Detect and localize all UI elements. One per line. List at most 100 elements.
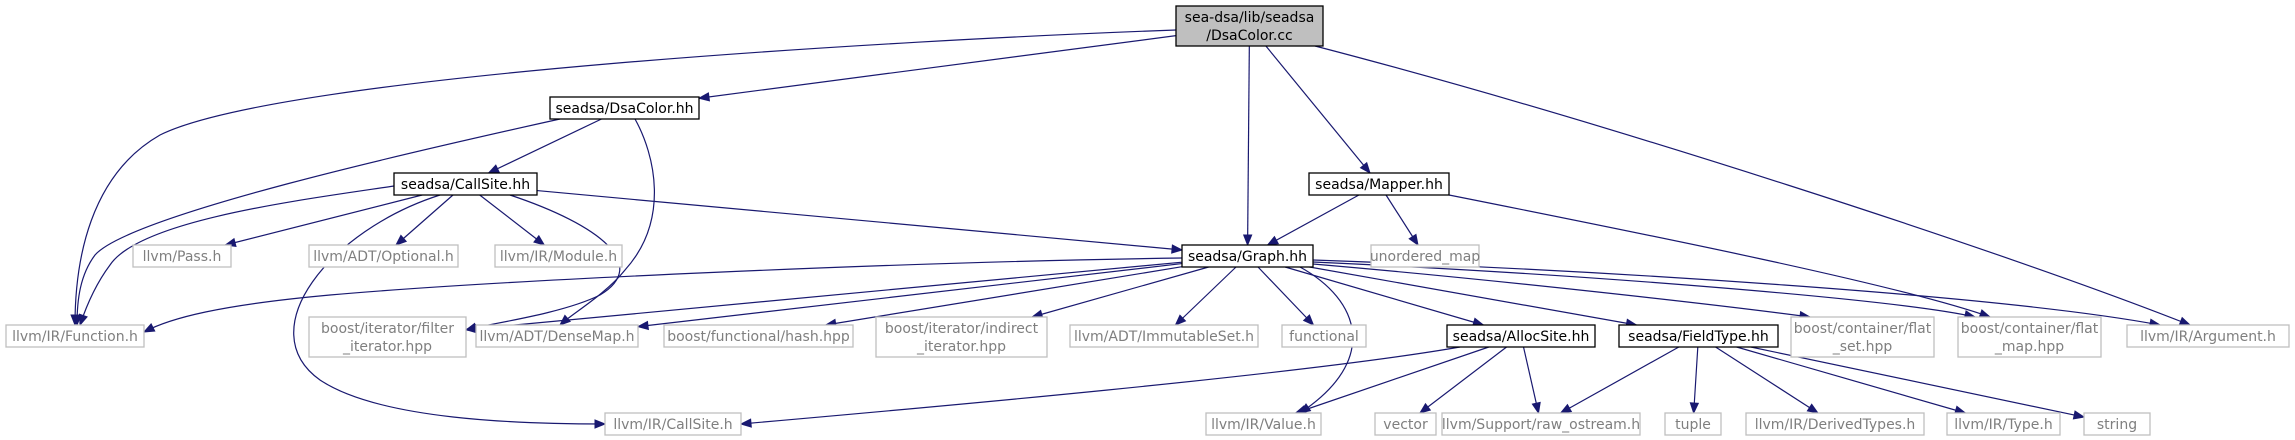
node-vector: vector	[1374, 412, 1437, 436]
node-label: boost/container/flat	[1961, 321, 2099, 337]
node-box	[1308, 172, 1450, 196]
node-label: llvm/IR/Argument.h	[2140, 329, 2276, 345]
node-label: llvm/ADT/Optional.h	[313, 249, 454, 265]
edge-callsite_hh-to-graph_hh	[536, 189, 1184, 254]
edge-graph_hh-to-boost_filter_iter	[464, 261, 1183, 334]
node-label: /DsaColor.cc	[1206, 28, 1292, 44]
edge-callsite_hh-to-llvm_module	[479, 194, 546, 246]
edge-dsacolor_cc-to-llvm_function	[70, 29, 1177, 327]
node-label: seadsa/CallSite.hh	[401, 177, 530, 193]
node-box	[1175, 5, 1324, 47]
edge-mapper_hh-to-graph_hh	[1266, 194, 1360, 246]
node-fieldtype-hh[interactable]: seadsa/FieldType.hh	[1618, 324, 1779, 348]
edge-graph_hh-to-functional	[1257, 266, 1315, 326]
node-box	[5, 324, 145, 348]
node-unordered-map: unordered_map	[1370, 244, 1480, 268]
edge-fieldtype_hh-to-string	[1750, 346, 2086, 420]
edge-fieldtype_hh-to-raw_ostream	[1559, 346, 1680, 414]
node-box	[308, 316, 467, 358]
node-box	[1664, 412, 1722, 436]
node-llvm-value: llvm/IR/Value.h	[1205, 412, 1322, 436]
edges-layer	[70, 29, 2192, 429]
edge-dsacolor_cc-to-dsacolor_hh	[697, 35, 1177, 102]
node-dsacolor-cc[interactable]: sea-dsa/lib/seadsa/DsaColor.cc	[1175, 5, 1324, 47]
node-boost-filter-iter: boost/iterator/filter_iterator.hpp	[308, 316, 467, 358]
node-label: _iterator.hpp	[916, 339, 1006, 355]
node-box	[663, 324, 854, 348]
node-boost-flat-map: boost/container/flat _map.hpp	[1957, 316, 2102, 358]
edge-allocsite_hh-to-raw_ostream	[1522, 346, 1541, 415]
edge-dsacolor_hh-to-callsite_hh	[487, 118, 602, 174]
node-box	[604, 412, 742, 436]
edge-graph_hh-to-llvm_function	[142, 257, 1183, 333]
node-string: string	[2083, 412, 2151, 436]
edge-dsacolor_hh-to-llvm_function	[72, 118, 561, 327]
node-label: llvm/IR/Module.h	[500, 249, 617, 265]
node-label: vector	[1383, 417, 1428, 433]
node-allocsite-hh[interactable]: seadsa/AllocSite.hh	[1446, 324, 1596, 348]
node-label: boost/functional/hash.hpp	[667, 329, 850, 345]
node-tuple: tuple	[1664, 412, 1722, 436]
node-box	[1618, 324, 1779, 348]
edge-graph_hh-to-boost_indirect_iter	[1030, 266, 1209, 319]
node-label: seadsa/DsaColor.hh	[555, 101, 693, 117]
node-box	[1181, 244, 1314, 268]
node-label: seadsa/Graph.hh	[1188, 249, 1307, 265]
node-llvm-argument: llvm/IR/Argument.h	[2126, 324, 2290, 348]
edge-fieldtype_hh-to-llvm_derivedtypes	[1715, 346, 1820, 414]
node-box	[1370, 244, 1480, 268]
node-mapper-hh[interactable]: seadsa/Mapper.hh	[1308, 172, 1450, 196]
node-boost-hash: boost/functional/hash.hpp	[663, 324, 854, 348]
node-llvm-densemap: llvm/ADT/DenseMap.h	[475, 324, 639, 348]
node-dsacolor-hh[interactable]: seadsa/DsaColor.hh	[549, 96, 700, 120]
node-box	[549, 96, 700, 120]
edge-mapper_hh-to-boost_flat_map	[1448, 194, 1992, 319]
node-label: seadsa/AllocSite.hh	[1453, 329, 1590, 345]
edge-graph_hh-to-llvm_immutableset	[1174, 266, 1237, 326]
edge-callsite_hh-to-llvm_function	[78, 185, 395, 327]
node-box	[494, 244, 623, 268]
node-functional: functional	[1281, 324, 1367, 348]
node-box	[1205, 412, 1322, 436]
node-label: _set.hpp	[1832, 339, 1893, 355]
node-box	[393, 172, 538, 196]
node-label: boost/container/flat	[1794, 321, 1932, 337]
node-label: seadsa/Mapper.hh	[1315, 177, 1443, 193]
node-box	[875, 316, 1048, 358]
node-box	[2126, 324, 2290, 348]
node-box	[1374, 412, 1437, 436]
edge-graph_hh-to-boost_flat_map	[1312, 261, 1977, 320]
edge-dsacolor_cc-to-graph_hh	[1242, 45, 1253, 247]
edge-allocsite_hh-to-llvm_callsite	[739, 346, 1461, 428]
node-llvm-module: llvm/IR/Module.h	[494, 244, 623, 268]
edge-callsite_hh-to-llvm_optional	[395, 194, 454, 246]
edge-fieldtype_hh-to-tuple	[1689, 346, 1700, 415]
node-box	[1957, 316, 2102, 358]
node-llvm-function: llvm/IR/Function.h	[5, 324, 145, 348]
node-label: llvm/ADT/ImmutableSet.h	[1074, 329, 1254, 345]
node-raw-ostream: llvm/Support/raw_ostream.h	[1441, 412, 1641, 436]
node-label: seadsa/FieldType.hh	[1628, 329, 1769, 345]
node-label: llvm/ADT/DenseMap.h	[479, 329, 634, 345]
edge-mapper_hh-to-unordered_map	[1385, 194, 1419, 247]
edge-callsite_hh-to-llvm_pass	[224, 194, 423, 248]
node-callsite-hh[interactable]: seadsa/CallSite.hh	[393, 172, 538, 196]
node-box	[1446, 324, 1596, 348]
node-graph-hh[interactable]: seadsa/Graph.hh	[1181, 244, 1314, 268]
node-box	[2083, 412, 2151, 436]
node-label: boost/iterator/filter	[321, 321, 454, 337]
node-label: unordered_map	[1370, 249, 1480, 265]
node-box	[1069, 324, 1259, 348]
node-llvm-callsite: llvm/IR/CallSite.h	[604, 412, 742, 436]
node-label: llvm/IR/Type.h	[1954, 417, 2052, 433]
node-label: functional	[1289, 329, 1359, 345]
node-llvm-pass: llvm/Pass.h	[132, 244, 232, 268]
node-box	[308, 244, 459, 268]
node-label: llvm/IR/DerivedTypes.h	[1755, 417, 1916, 433]
edge-dsacolor_cc-to-mapper_hh	[1265, 45, 1371, 175]
node-label: llvm/Support/raw_ostream.h	[1442, 417, 1640, 433]
node-box	[1745, 412, 1925, 436]
node-label: _map.hpp	[1994, 339, 2064, 355]
node-label: llvm/Pass.h	[143, 249, 222, 265]
